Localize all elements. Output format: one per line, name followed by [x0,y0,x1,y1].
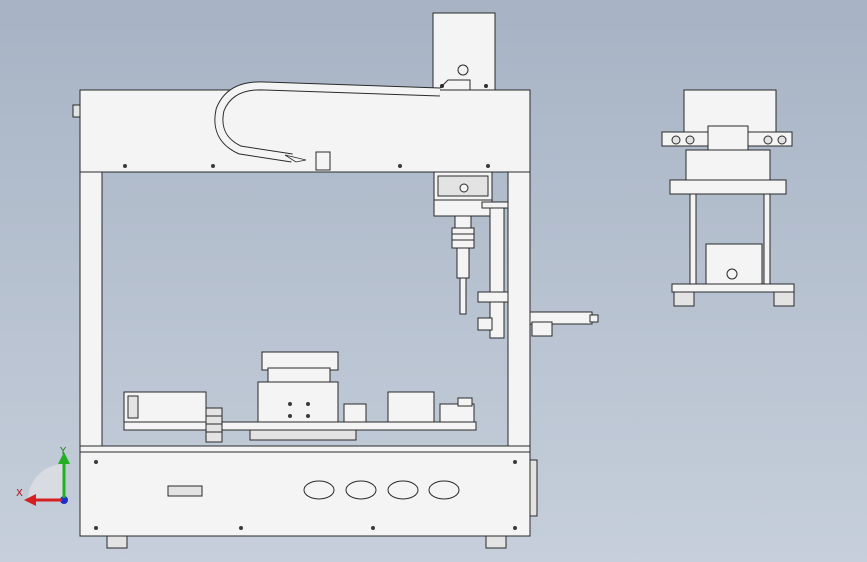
power-socket-4 [428,480,460,500]
side-rail-rollers [671,135,787,145]
screwdriver-spindle [451,227,475,249]
side-foot-left [673,291,695,307]
power-socket-2 [345,480,377,500]
power-socket-1 [303,480,335,500]
z-axis-carriage [433,171,509,339]
triad-y-arrowhead [58,452,70,464]
side-guide-rod-right [763,193,771,285]
side-foot-right [773,291,795,307]
side-lower-knob [726,268,738,280]
screwdriver-bit [459,277,467,315]
triad-x-arrowhead [24,494,36,506]
side-upper-block [685,149,771,181]
triad-x-label: X [16,488,23,499]
foot-right [485,535,507,549]
motor-shaft-hole [457,64,469,76]
base-cabinet [79,445,538,549]
triad-y-label: Y [59,446,67,457]
side-lower-block [705,243,763,285]
top-beam [72,89,531,173]
screw-feeder-arm [529,311,599,337]
beam-connector [315,151,331,171]
table-fixture [257,381,339,423]
work-table [123,351,477,443]
base-side-handle [529,459,538,517]
foot-left [106,535,128,549]
triad-origin [60,496,68,504]
motor-housing [432,12,496,96]
coordinate-triad: Y X [16,446,70,506]
side-view-machine[interactable] [661,89,795,307]
left-column [79,171,103,448]
power-socket-3 [387,480,419,500]
side-guide-rod-left [689,193,697,285]
table-spring [205,407,223,443]
front-view-machine[interactable] [72,12,599,549]
serial-port [167,485,203,497]
table-rail [249,429,357,441]
side-motor-housing [683,89,777,133]
side-mid-plate [669,179,787,195]
cable-drag-chain [214,81,441,163]
side-carriage [707,125,749,151]
beam-side-bolt [72,104,81,118]
triad-base [28,464,64,500]
right-column [507,171,531,448]
side-base-plate [671,283,795,293]
